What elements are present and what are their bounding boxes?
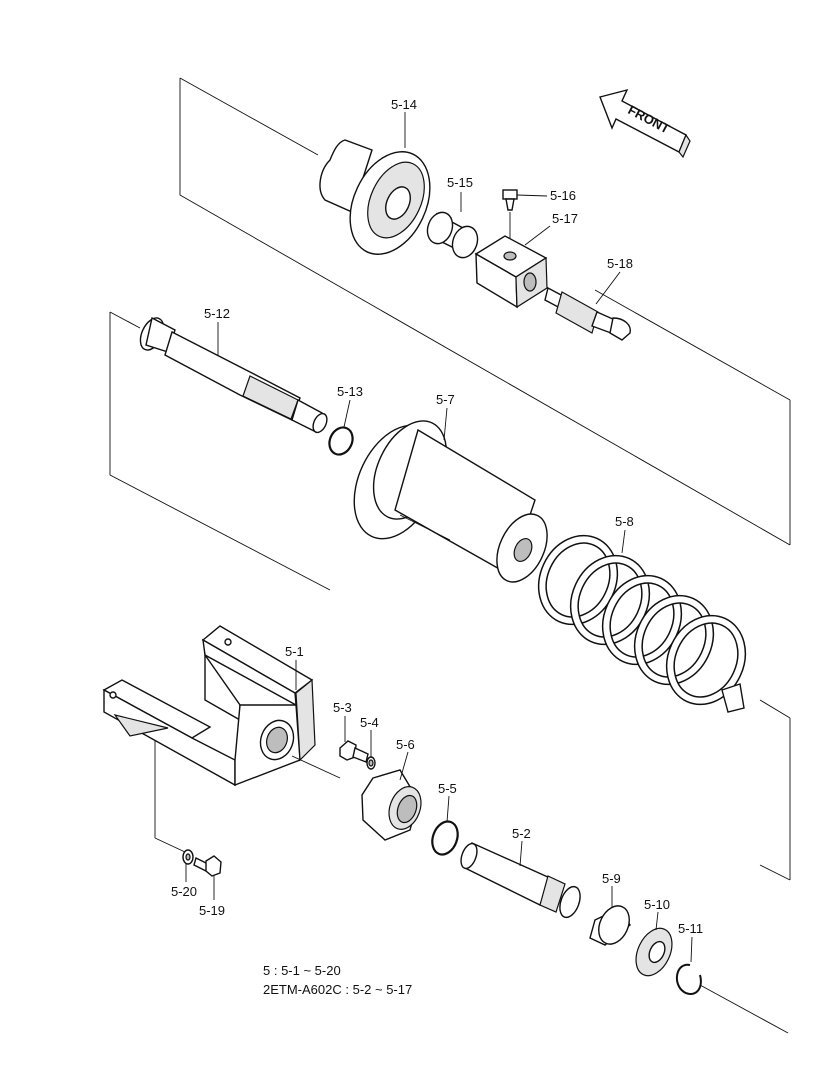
label-5-11: 5-11 — [678, 921, 703, 936]
part-5-4-washer — [366, 756, 376, 770]
part-5-6-flange — [361, 769, 422, 841]
label-5-15: 5-15 — [447, 175, 473, 190]
label-5-14: 5-14 — [391, 97, 417, 112]
part-5-1-bracket — [102, 625, 316, 787]
label-5-1: 5-1 — [285, 644, 304, 659]
label-5-7: 5-7 — [436, 392, 455, 407]
part-5-3-bolt — [339, 740, 369, 763]
group-outline-upper — [179, 77, 791, 546]
label-5-6: 5-6 — [396, 737, 415, 752]
part-5-12-rod — [139, 316, 328, 434]
part-5-8-spring — [537, 534, 747, 713]
part-5-9-ring — [589, 905, 631, 946]
label-5-12: 5-12 — [204, 306, 230, 321]
note-line-1: 5 : 5-1 ~ 5-20 — [263, 963, 341, 978]
label-5-4: 5-4 — [360, 715, 379, 730]
part-5-10-seal — [635, 927, 673, 977]
part-5-7-piston — [353, 420, 548, 583]
label-5-19: 5-19 — [199, 903, 225, 918]
label-5-17: 5-17 — [552, 211, 578, 226]
label-5-2: 5-2 — [512, 826, 531, 841]
label-5-18: 5-18 — [607, 256, 633, 271]
part-5-17-block — [474, 235, 548, 309]
label-5-16: 5-16 — [550, 188, 576, 203]
label-5-20: 5-20 — [171, 884, 197, 899]
note-line-2: 2ETM-A602C : 5-2 ~ 5-17 — [263, 982, 413, 997]
part-5-16-plug — [502, 189, 518, 240]
label-5-13: 5-13 — [337, 384, 363, 399]
part-5-2-shaft — [460, 842, 581, 919]
part-5-5-o-ring — [431, 820, 459, 856]
part-5-11-snap-ring — [675, 963, 789, 1034]
label-5-5: 5-5 — [438, 781, 457, 796]
label-5-3: 5-3 — [333, 700, 352, 715]
alignment-lines — [154, 514, 451, 853]
label-5-8: 5-8 — [615, 514, 634, 529]
part-labels: 5-14 5-15 5-16 5-17 5-18 5-12 5-13 5-7 5… — [171, 97, 703, 936]
part-5-13-o-ring — [328, 426, 354, 456]
label-5-9: 5-9 — [602, 871, 621, 886]
part-5-14-flange-bushing — [319, 139, 431, 255]
leader-lines — [185, 112, 693, 963]
part-5-18-grease-valve — [544, 286, 631, 341]
part-5-20-washer — [182, 849, 194, 865]
label-5-10: 5-10 — [644, 897, 670, 912]
front-arrow: FRONT — [599, 88, 691, 159]
part-5-19-bolt — [193, 855, 222, 877]
part-5-15-bushing — [426, 211, 479, 259]
group-outline-lower — [109, 311, 791, 881]
